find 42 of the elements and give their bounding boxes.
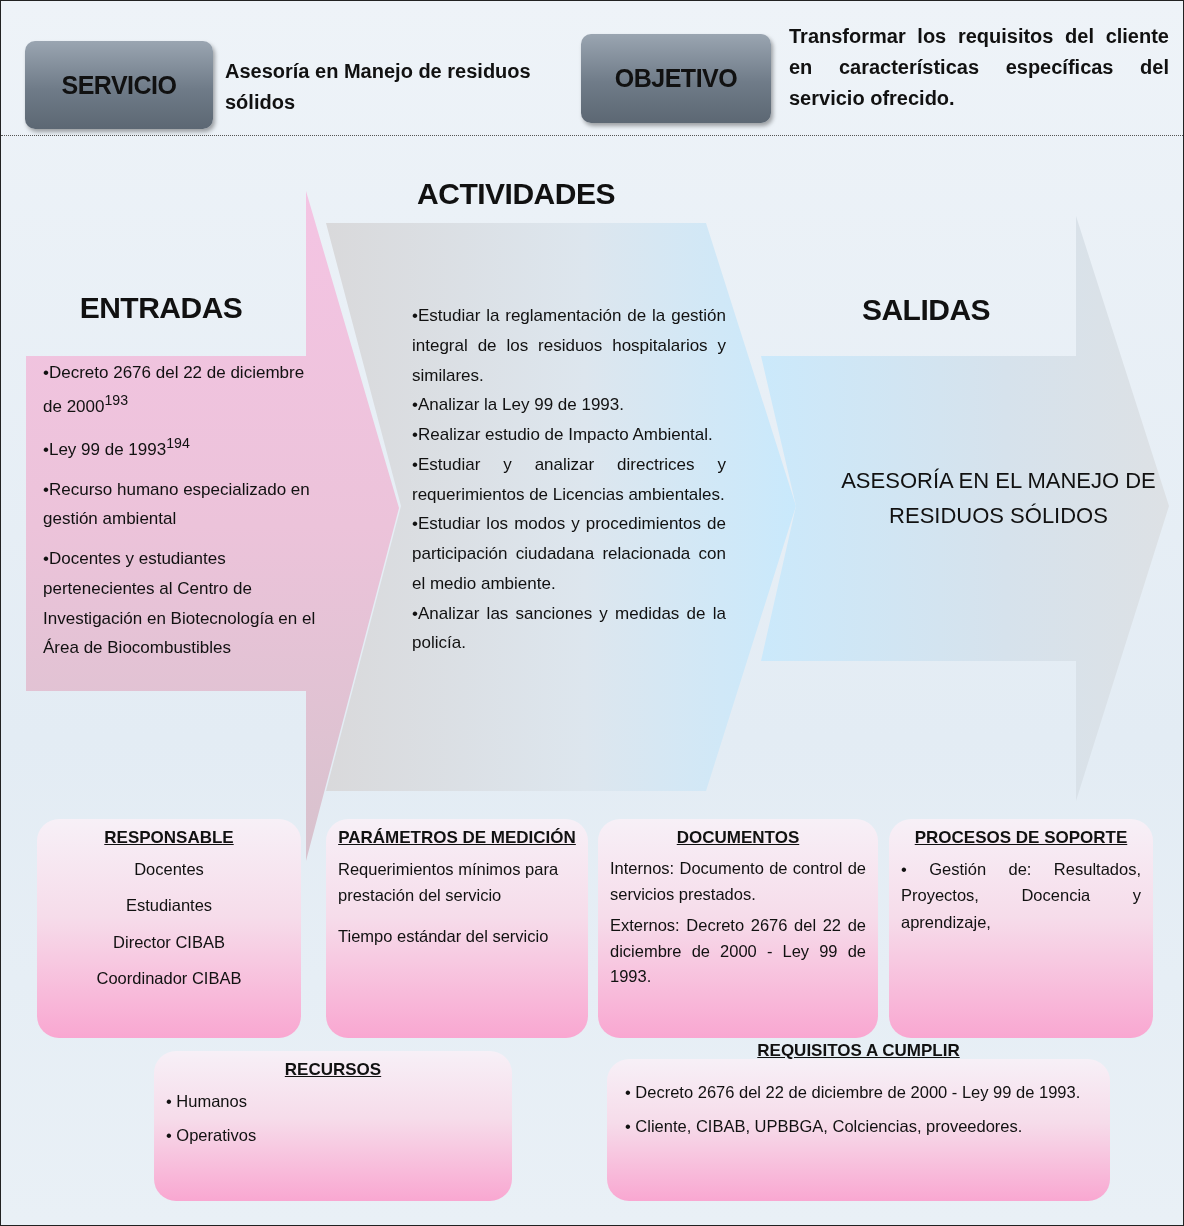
info-card [598, 819, 878, 1038]
list-item: •Estudiar los modos y procedimientos de participación ciudadana relacionada con el medio ambiente. [412, 513, 726, 595]
list-item: •Analizar las sanciones y medidas de la policía. [412, 602, 726, 655]
section-heading: SALIDAS [860, 293, 992, 327]
card-text: Coordinador CIBAB [95, 968, 243, 990]
list-item: •Recurso humano especializado en gestión ambiental [43, 478, 311, 531]
card-text: Internos: Documento de control de servicios prestados. [610, 857, 866, 905]
info-card [37, 819, 301, 1038]
list-item: •Estudiar la reglamentación de la gestión integral de los residuos hospitalarios y similares. [412, 305, 726, 387]
card-heading: DOCUMENTOS [675, 827, 801, 849]
card-heading: REQUISITOS A CUMPLIR [756, 1041, 961, 1061]
card-text: Director CIBAB [112, 931, 226, 953]
card-heading: PARÁMETROS DE MEDICIÓN [338, 827, 576, 849]
list-item: •Estudiar y analizar directrices y requerimientos de Licencias ambientales. [412, 453, 726, 506]
card-text: Externos: Decreto 2676 del 22 de diciembre de 2000 - Ley 99 de 1993. [610, 915, 866, 988]
label-tab: SERVICIO [25, 41, 213, 129]
list-item: •Analizar la Ley 99 de 1993. [412, 394, 625, 417]
info-card [326, 819, 588, 1038]
description-text: Transformar los requisitos del cliente en características específicas del servicio ofrecido. [789, 24, 1169, 111]
list-item: •Docentes y estudiantes pertenecientes al Centro de Investigación en Biotecnología en el Área de Biocombustibles [43, 548, 317, 660]
section-heading: ACTIVIDADES [416, 177, 616, 211]
card-text: • Cliente, CIBAB, UPBBGA, Colciencias, proveedores. [625, 1116, 1024, 1138]
section-heading: ENTRADAS [78, 291, 244, 325]
info-card [889, 819, 1153, 1038]
card-text: • Gestión de: Resultados, Proyectos, Docencia y aprendizaje, [901, 858, 1141, 933]
card-text: • Decreto 2676 del 22 de diciembre de 2000 - Ley 99 de 1993. [625, 1082, 1082, 1103]
card-heading: RECURSOS [283, 1059, 383, 1081]
card-text: • Humanos [166, 1090, 248, 1112]
card-heading: RESPONSABLE [103, 827, 235, 849]
card-text: Tiempo estándar del servicio [338, 925, 550, 947]
card-text: Estudiantes [124, 895, 214, 917]
label-tab: OBJETIVO [581, 34, 771, 123]
list-item: •Ley 99 de 1993$^{194}$ [43, 434, 191, 461]
info-card [154, 1051, 512, 1201]
description-text: Asesoría en Manejo de residuos sólidos [225, 59, 532, 115]
card-text: Requerimientos mínimos para prestación del servicio [338, 858, 560, 907]
list-item: ASESORÍA EN EL MANEJO DE RESIDUOS SÓLIDOS [840, 467, 1157, 531]
card-text: Docentes [133, 858, 205, 880]
card-heading: PROCESOS DE SOPORTE [913, 827, 1129, 849]
list-item: •Decreto 2676 del 22 de diciembre de 2000$^{193}$ [43, 362, 306, 418]
list-item: •Realizar estudio de Impacto Ambiental. [412, 424, 714, 446]
card-text: • Operativos [166, 1125, 258, 1147]
